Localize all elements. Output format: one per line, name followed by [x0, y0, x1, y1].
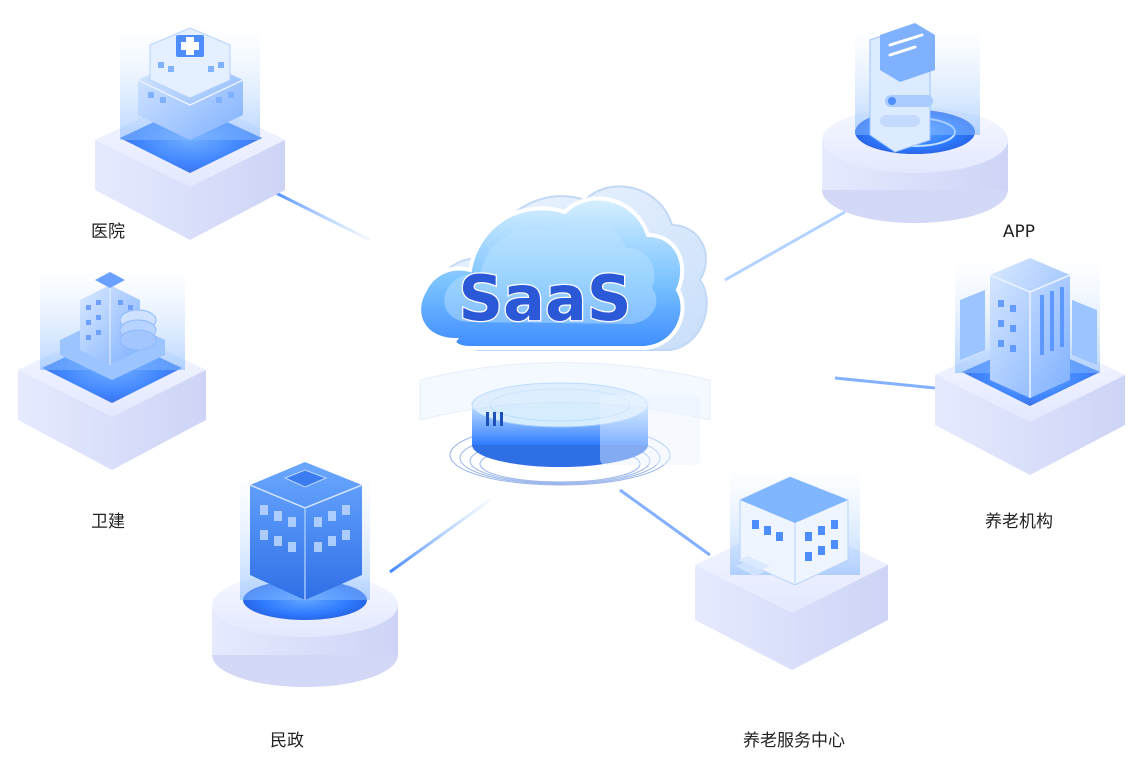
node-label-app: APP: [1003, 222, 1035, 242]
hospital-building-icon: [137, 27, 244, 140]
node-label-hospital: 医院: [91, 222, 125, 242]
node-elderly-org: 养老机构: [935, 258, 1125, 532]
node-civil: 民政: [212, 462, 398, 751]
node-label-civil: 民政: [270, 731, 304, 751]
line-elderly-org: [834, 376, 936, 390]
elderly-institution-building-icon: [960, 258, 1097, 398]
saas-center-hub: SaaS: [417, 185, 711, 486]
hub-platform: [471, 382, 649, 467]
connection-lines: [205, 188, 936, 574]
health-building-icon: [60, 272, 165, 380]
line-civil: [389, 498, 491, 574]
line-elderly-center: [619, 488, 711, 557]
elderly-service-center-icon: [735, 476, 849, 586]
cloud-icon: [417, 196, 685, 350]
line-hospital: [269, 188, 371, 242]
node-label-elderly-org: 养老机构: [985, 512, 1053, 532]
node-label-elderly-center: 养老服务中心: [743, 731, 845, 751]
node-label-health: 卫建: [91, 512, 125, 532]
node-hospital: 医院: [91, 25, 285, 242]
node-elderly-center: 养老服务中心: [695, 465, 888, 751]
hub-glass-ring: [419, 362, 711, 421]
saas-label: SaaS: [459, 262, 632, 335]
node-health: 卫建: [18, 265, 206, 532]
line-app: [724, 210, 846, 282]
app-document-icon: [869, 23, 935, 153]
civil-affairs-building-icon: [249, 462, 363, 600]
node-app: APP: [822, 23, 1035, 242]
